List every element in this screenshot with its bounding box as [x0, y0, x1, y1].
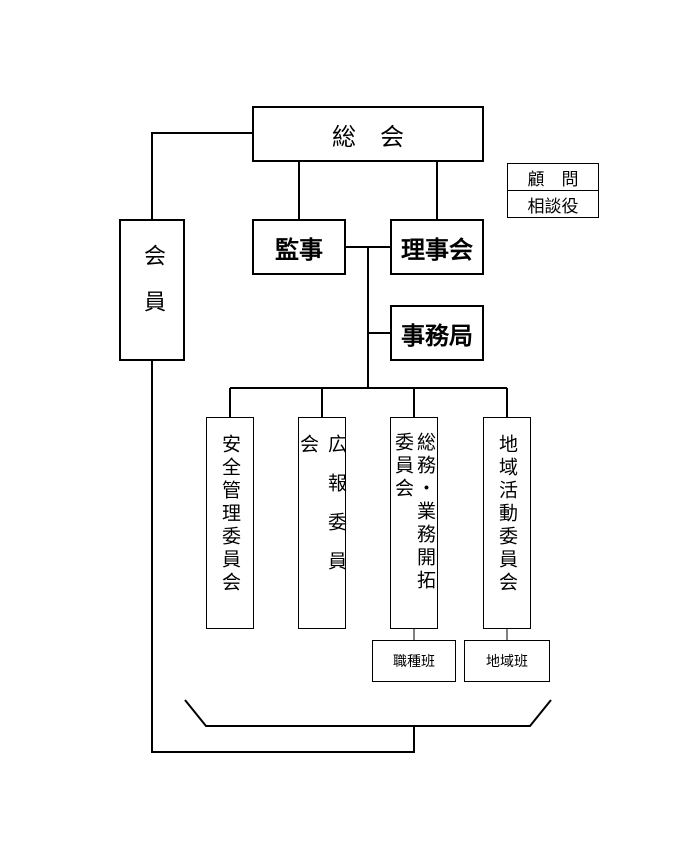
counselor-label: 相談役 — [527, 196, 579, 217]
occupation-group-box: 職種班 — [372, 640, 456, 682]
advisor-box: 顧 問 — [507, 163, 599, 191]
general-meeting-box: 総 会 — [252, 106, 484, 162]
local-activity-committee-label: 地域活動委員会 — [496, 434, 518, 595]
board-label: 理事会 — [401, 234, 473, 264]
local-activity-committee-box: 地域活動委員会 — [483, 417, 531, 629]
safety-committee-box: 安全管理委員会 — [206, 417, 254, 629]
region-group-box: 地域班 — [464, 640, 550, 682]
region-group-label: 地域班 — [486, 654, 528, 670]
board-box: 理事会 — [390, 219, 484, 275]
auditor-box: 監事 — [252, 219, 346, 275]
counselor-box: 相談役 — [507, 190, 599, 218]
general-meeting-label: 総 会 — [332, 122, 404, 151]
safety-committee-label: 安全管理委員会 — [219, 434, 241, 595]
auditor-label: 監事 — [275, 234, 323, 264]
general-affairs-committee-box: 総務・業務開拓委員会 — [390, 417, 438, 629]
general-affairs-committee-label: 総務・業務開拓委員会 — [392, 432, 436, 593]
members-box: 会員 — [119, 219, 185, 361]
members-label: 会員 — [140, 244, 165, 336]
occupation-group-label: 職種班 — [393, 654, 435, 670]
advisor-label: 顧 問 — [527, 169, 579, 190]
pr-committee-label: 広報委員会 — [297, 434, 347, 590]
pr-committee-box: 広報委員会 — [297, 417, 347, 629]
secretariat-label: 事務局 — [401, 320, 473, 350]
secretariat-box: 事務局 — [390, 305, 484, 361]
